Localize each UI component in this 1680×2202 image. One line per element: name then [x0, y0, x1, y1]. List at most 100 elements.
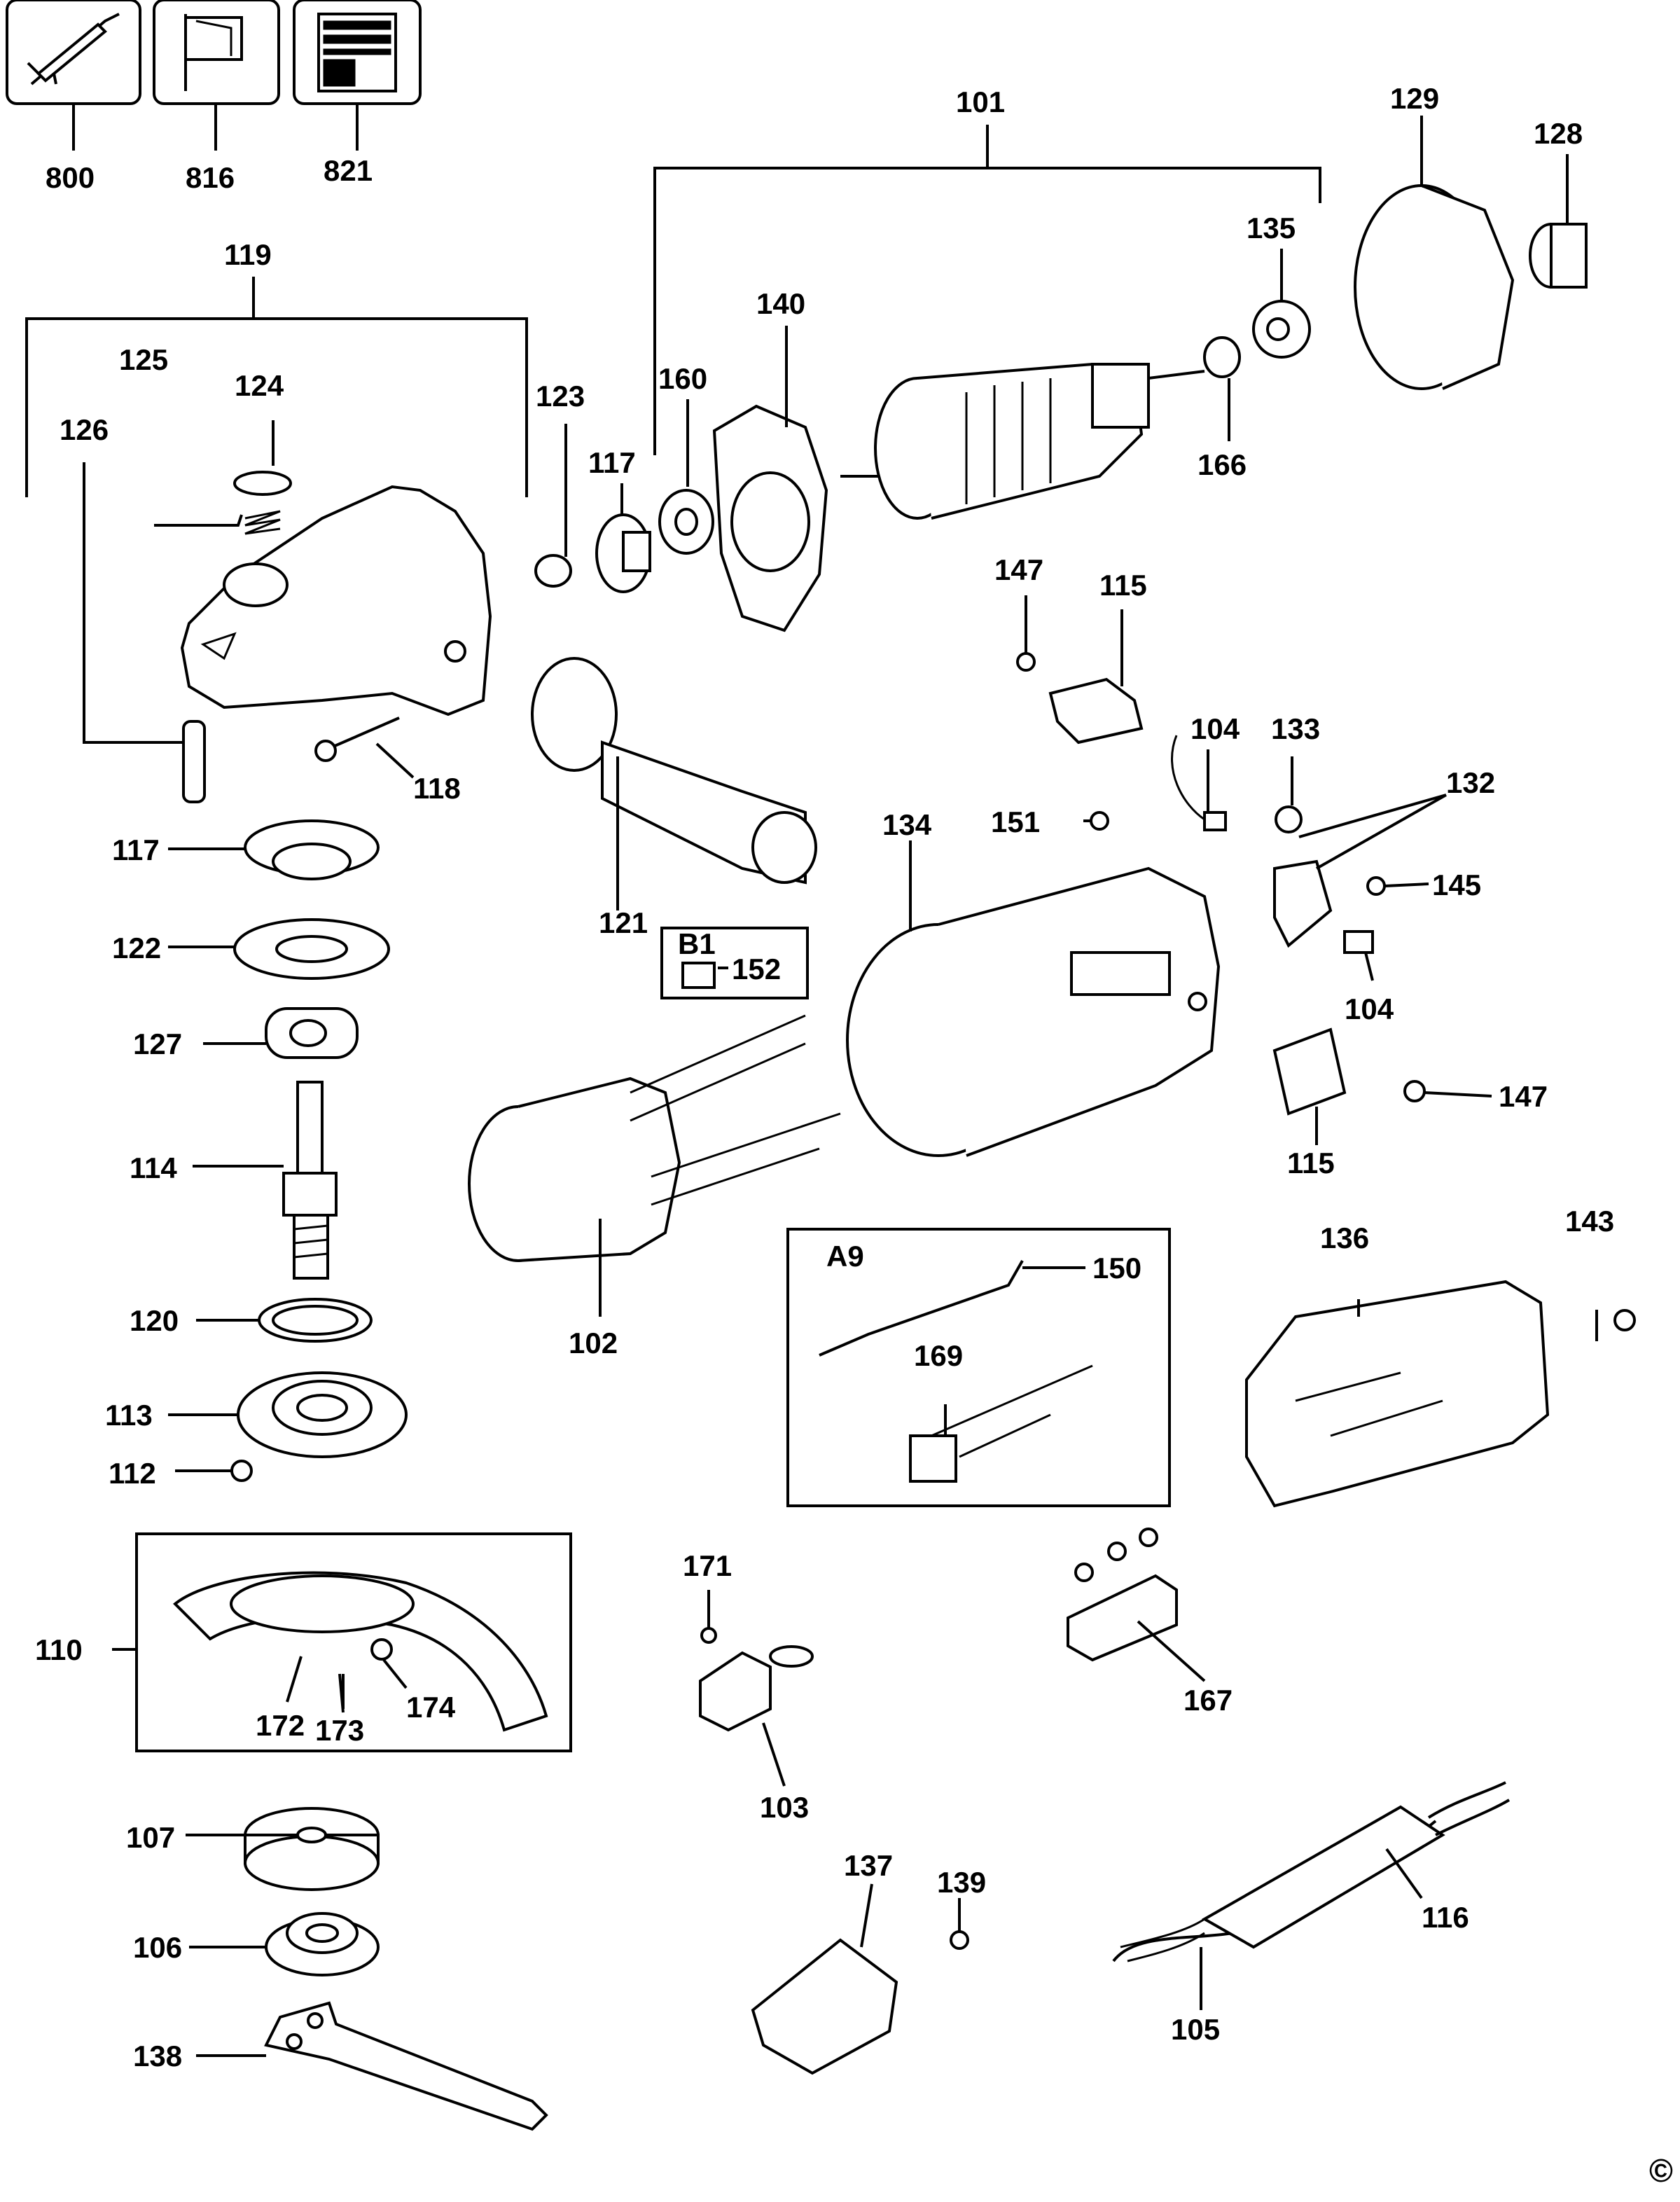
- label-138: 138: [133, 2040, 182, 2072]
- label-115-bottom: 115: [1287, 1147, 1335, 1179]
- label-150: 150: [1092, 1252, 1141, 1284]
- washer-166: [1203, 336, 1241, 378]
- label-102: 102: [569, 1327, 618, 1359]
- manual-icon: [293, 0, 422, 105]
- bushing-128: [1529, 223, 1588, 289]
- label-137: 137: [844, 1849, 893, 1882]
- label-123: 123: [536, 380, 585, 413]
- guard: [173, 1571, 548, 1732]
- side-handle: [531, 657, 817, 885]
- brush-cover-115: [1048, 677, 1144, 745]
- brush-cover-115-lower: [1272, 1027, 1347, 1116]
- label-115-top: 115: [1099, 569, 1147, 602]
- screw-139: [950, 1930, 969, 1950]
- screw-112: [230, 1460, 253, 1482]
- label-169: 169: [914, 1339, 963, 1372]
- armature: [840, 362, 1205, 520]
- screw-143: [1613, 1309, 1636, 1331]
- label-121: 121: [599, 906, 648, 939]
- kit-a9-box: [786, 1228, 1171, 1507]
- label-129: 129: [1390, 82, 1439, 115]
- label-112: 112: [109, 1457, 156, 1490]
- label-147-bottom: 147: [1499, 1080, 1548, 1113]
- label-a9: A9: [826, 1240, 864, 1273]
- nut-123: [534, 554, 572, 588]
- label-821: 821: [324, 154, 373, 187]
- label-143: 143: [1565, 1205, 1614, 1238]
- label-104-top: 104: [1190, 712, 1240, 745]
- label-127: 127: [133, 1027, 182, 1060]
- label-105: 105: [1171, 2013, 1220, 2046]
- label-117-pinion: 117: [588, 446, 636, 479]
- suppressor-169: [909, 1364, 1093, 1483]
- screw-housing: [1188, 992, 1207, 1011]
- label-119: 119: [224, 238, 272, 271]
- brush-holder: [1273, 859, 1333, 948]
- bearing-135: [1252, 300, 1311, 359]
- screw-151: [1090, 811, 1109, 831]
- spindle: [282, 1081, 338, 1280]
- spanner: [264, 2001, 548, 2131]
- label-104-bottom: 104: [1345, 992, 1394, 1025]
- label-120: 120: [130, 1304, 179, 1337]
- cord-protector: [1112, 1781, 1511, 1962]
- label-166: 166: [1197, 448, 1247, 481]
- bracket-119: [25, 317, 528, 497]
- label-147-top: 147: [994, 553, 1043, 586]
- label-173: 173: [315, 1714, 364, 1747]
- label-126: 126: [60, 413, 109, 446]
- label-110: 110: [35, 1633, 83, 1666]
- label-106: 106: [133, 1931, 182, 1964]
- o-ring: [233, 471, 292, 496]
- spring: [244, 510, 281, 535]
- pin: [182, 720, 206, 803]
- pinion: [595, 513, 651, 593]
- label-151: 151: [991, 805, 1040, 838]
- label-133: 133: [1271, 712, 1320, 745]
- label-114: 114: [130, 1151, 177, 1184]
- screw-145: [1366, 876, 1386, 896]
- screw-147-top: [1016, 652, 1036, 672]
- leader-lines: [83, 116, 1598, 2057]
- bracket-101: [653, 167, 1321, 203]
- label-122: 122: [112, 932, 161, 964]
- label-160: 160: [658, 362, 707, 395]
- flag-icon: [153, 0, 280, 105]
- label-128: 128: [1534, 117, 1583, 150]
- label-134: 134: [882, 808, 932, 841]
- flange-107: [244, 1807, 380, 1891]
- copyright-mark: ©: [1649, 2152, 1673, 2189]
- label-140: 140: [756, 287, 805, 320]
- screw-118: [314, 740, 337, 762]
- brush-104-bottom: [1343, 930, 1374, 954]
- switch-actuator: [751, 1938, 898, 2075]
- label-107: 107: [126, 1821, 175, 1854]
- field-coil: [468, 1014, 841, 1262]
- label-171: 171: [683, 1549, 732, 1582]
- screw-171: [700, 1627, 717, 1644]
- label-172: 172: [256, 1709, 305, 1742]
- label-124: 124: [235, 369, 284, 402]
- label-174: 174: [406, 1691, 456, 1724]
- label-116: 116: [1422, 1901, 1469, 1934]
- handle-shell: [1245, 1280, 1550, 1508]
- gear-housing: [180, 485, 492, 716]
- screw-147-bottom: [1403, 1080, 1426, 1102]
- label-b1: B1: [678, 927, 716, 960]
- label-136: 136: [1320, 1221, 1369, 1254]
- guard-box: [135, 1532, 572, 1752]
- bearing-160: [658, 489, 714, 555]
- label-139: 139: [937, 1866, 986, 1899]
- label-117-gear: 117: [112, 833, 160, 866]
- label-145: 145: [1432, 868, 1481, 901]
- nut-106: [265, 1912, 380, 1976]
- label-800: 800: [46, 161, 95, 194]
- label-132: 132: [1446, 766, 1495, 799]
- label-103: 103: [760, 1791, 809, 1824]
- label-118: 118: [413, 772, 461, 805]
- cord-clamp: [1067, 1528, 1178, 1662]
- label-101: 101: [956, 85, 1005, 118]
- brush-kit-152: [681, 962, 716, 989]
- label-152: 152: [732, 953, 781, 985]
